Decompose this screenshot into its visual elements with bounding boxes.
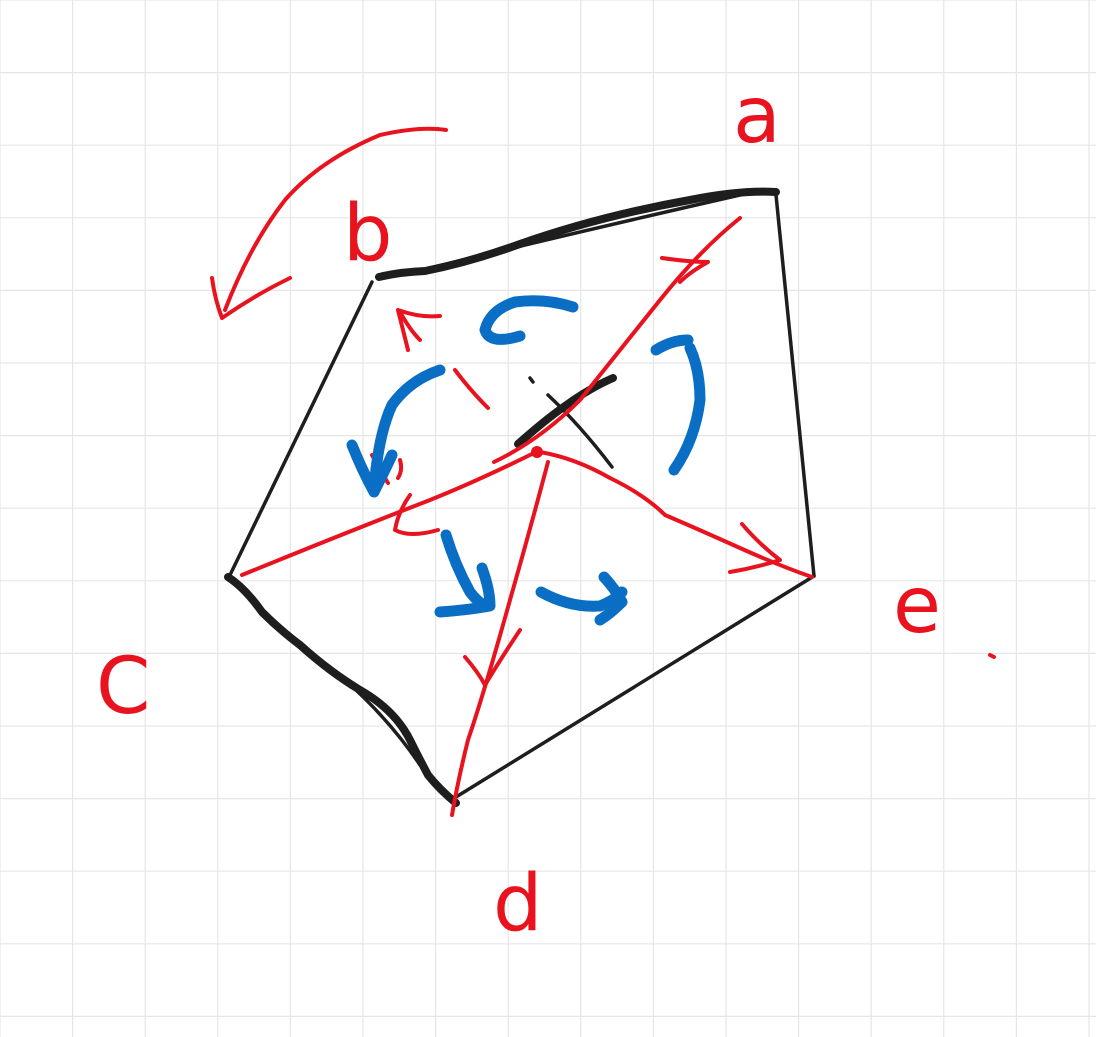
red-line-to-b — [453, 368, 490, 410]
edge-b-a — [375, 187, 780, 281]
edge-b-a-inner — [428, 193, 742, 270]
center-dot — [531, 446, 543, 458]
red-arrowhead-a — [660, 256, 710, 284]
red-line-to-d — [450, 460, 550, 817]
edge-e-d — [454, 574, 816, 799]
center-thin-stroke — [528, 376, 614, 469]
blue-arrowhead-bottom-left — [434, 562, 496, 618]
blue-arrow-right — [668, 342, 706, 476]
red-arrows — [210, 126, 996, 817]
blue-arrow-bottom-right — [535, 586, 628, 612]
edge-c-d-inner — [343, 678, 422, 767]
blue-arrow-left — [368, 364, 446, 496]
edge-c-d — [224, 573, 460, 807]
red-arrowhead-e — [728, 522, 782, 574]
vertex-label-c: C — [96, 642, 150, 732]
edge-b-c — [228, 280, 374, 577]
blue-arrowhead-right — [650, 334, 694, 356]
red-line-to-e — [538, 450, 814, 579]
vertex-labels: a b C d e — [96, 71, 941, 949]
vertex-label-b: b — [343, 189, 393, 279]
vertex-label-a: a — [733, 71, 781, 161]
red-arrowhead-c — [393, 493, 440, 536]
red-line-to-c — [240, 448, 542, 577]
edge-a-e — [774, 193, 816, 578]
blue-arrowhead-bottom-right — [594, 571, 628, 626]
blue-arrowhead-left — [346, 439, 398, 498]
graph-edges — [224, 187, 816, 807]
red-small-mark — [988, 653, 996, 659]
red-line-to-a — [492, 216, 742, 464]
red-rotation-arrowhead — [210, 276, 292, 320]
red-arrowhead-b — [396, 308, 442, 352]
vertex-label-e: e — [893, 561, 941, 651]
red-arrowhead-d — [463, 628, 522, 687]
blue-arrow-top — [479, 295, 579, 345]
red-rotation-arrow — [223, 126, 448, 312]
blue-arrows — [346, 295, 706, 626]
vertex-label-d: d — [493, 859, 543, 949]
center-thick-stroke — [514, 374, 617, 448]
